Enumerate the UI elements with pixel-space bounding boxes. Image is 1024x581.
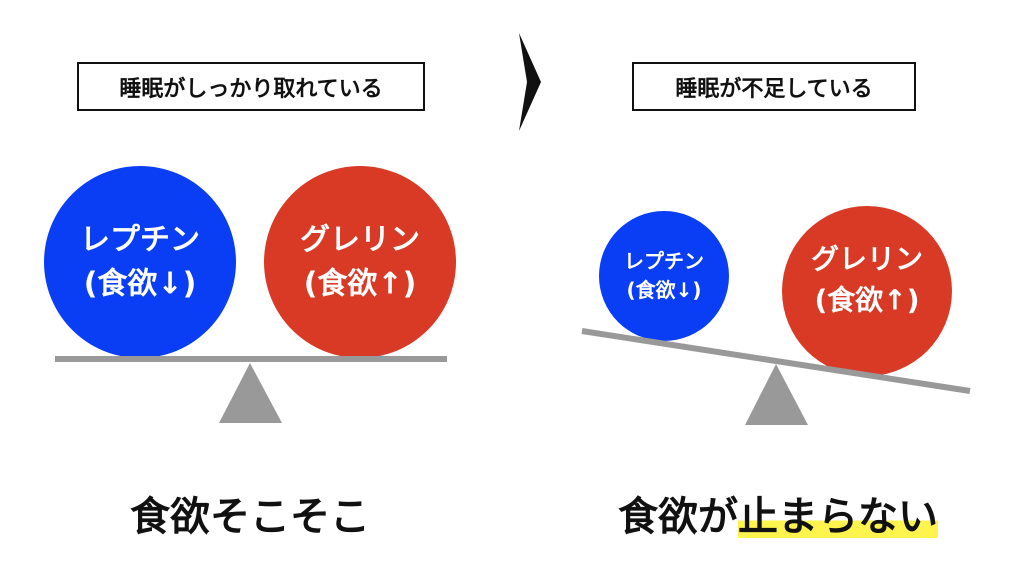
ghrelin-name: グレリン xyxy=(810,242,924,276)
right-scale-fulcrum xyxy=(745,364,808,425)
right-result-highlight: 止まらない xyxy=(738,494,938,540)
ghrelin-effect: (食欲↑) xyxy=(814,283,920,316)
left-result: 食欲そこそこ xyxy=(130,494,370,540)
leptin-effect: (食欲↓) xyxy=(83,266,197,301)
leptin-name: レプチン xyxy=(80,222,200,258)
right-result: 食欲が止まらない xyxy=(618,484,938,542)
leptin-name: レプチン xyxy=(624,249,704,273)
right-ghrelin-text: グレリン (食欲↑) xyxy=(811,239,923,320)
ghrelin-effect: (食欲↑) xyxy=(303,266,417,301)
right-scale-beam xyxy=(581,328,971,394)
arrow-chevron-icon xyxy=(519,33,541,131)
right-condition-label: 睡眠が不足している xyxy=(632,62,916,111)
left-scale-fulcrum xyxy=(219,363,282,423)
right-leptin-circle xyxy=(599,211,729,341)
right-result-prefix: 食欲が xyxy=(618,494,738,540)
left-leptin-circle xyxy=(44,166,236,358)
right-ghrelin-circle xyxy=(782,206,952,376)
ghrelin-name: グレリン xyxy=(300,222,420,258)
leptin-effect: (食欲↓) xyxy=(626,278,702,302)
left-leptin-text: レプチン (食欲↓) xyxy=(80,219,200,306)
left-ghrelin-circle xyxy=(264,166,456,358)
left-condition-label: 睡眠がしっかり取れている xyxy=(77,62,425,111)
left-ghrelin-text: グレリン (食欲↑) xyxy=(300,219,420,306)
right-leptin-text: レプチン (食欲↓) xyxy=(624,247,704,305)
